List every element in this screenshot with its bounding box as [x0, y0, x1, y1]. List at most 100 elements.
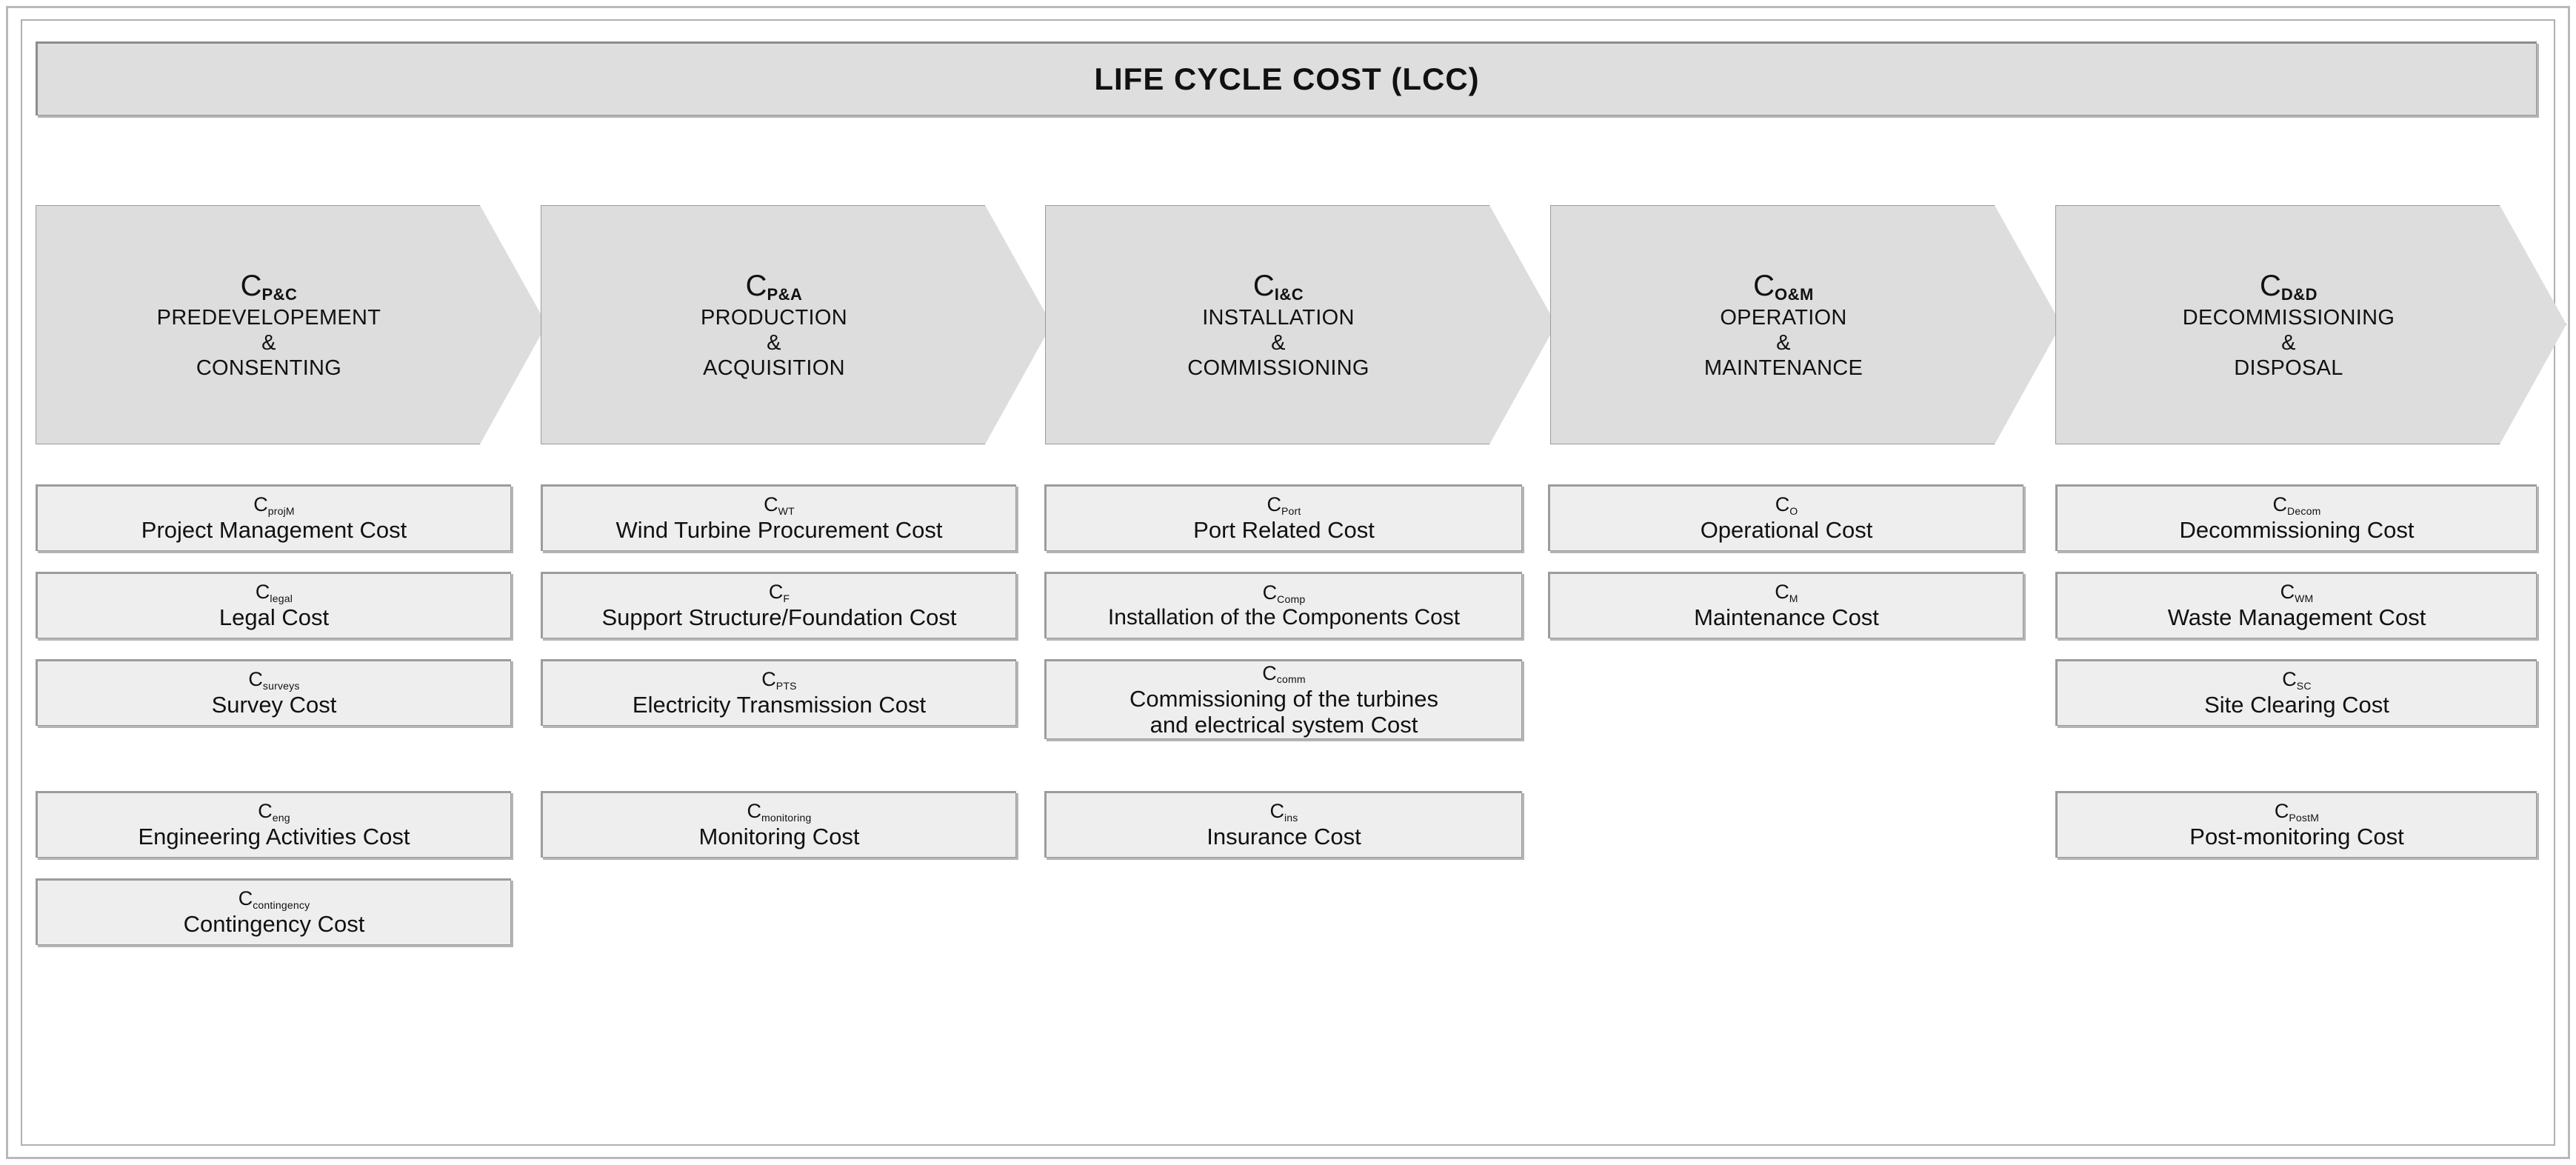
stage-line-2: &: [1271, 330, 1286, 355]
cost-item-survey[interactable]: Csurveys Survey Cost: [36, 659, 511, 726]
cost-label-line2: and electrical system Cost: [1149, 711, 1418, 738]
stage-line-2: &: [261, 330, 276, 355]
cost-code-base: C: [255, 581, 270, 604]
stage-code-subscript: P&A: [767, 285, 803, 304]
cost-item-insurance[interactable]: Cins Insurance Cost: [1044, 791, 1522, 858]
cost-code: CSC: [2282, 668, 2312, 692]
cost-label: Installation of the Components Cost: [1107, 604, 1461, 630]
stage-code-base: C: [2259, 269, 2281, 302]
cost-label: Site Clearing Cost: [2204, 692, 2389, 718]
cost-code-subscript: WT: [778, 505, 795, 518]
cost-item-wind-turbine-procurement[interactable]: CWT Wind Turbine Procurement Cost: [541, 484, 1016, 551]
stage-installation-commissioning[interactable]: CI&C INSTALLATION & COMMISSIONING: [1045, 205, 1556, 444]
stage-shape: [1550, 205, 2061, 444]
cost-code-base: C: [764, 493, 778, 516]
cost-label: Contingency Cost: [183, 911, 365, 938]
stage-content: CI&C INSTALLATION & COMMISSIONING: [1187, 269, 1414, 381]
stage-content: CO&M OPERATION & MAINTENANCE: [1704, 269, 1907, 381]
stage-line-1: OPERATION: [1720, 305, 1847, 330]
cost-code: Ccomm: [1262, 662, 1306, 686]
cost-item-port-related[interactable]: CPort Port Related Cost: [1044, 484, 1522, 551]
cost-item-post-monitoring[interactable]: CPostM Post-monitoring Cost: [2055, 791, 2537, 858]
cost-code-base: C: [1262, 581, 1278, 604]
stage-line-1: INSTALLATION: [1202, 305, 1355, 330]
stage-row: CP&C PREDEVELOPEMENT & CONSENTING CP&A P…: [36, 205, 2566, 444]
cost-code-base: C: [1775, 581, 1789, 604]
cost-code: Cins: [1269, 800, 1298, 824]
cost-item-operational[interactable]: CO Operational Cost: [1548, 484, 2023, 551]
stage-code-subscript: D&D: [2280, 285, 2318, 304]
cost-item-electricity-transmission[interactable]: CPTS Electricity Transmission Cost: [541, 659, 1016, 726]
cost-code-subscript: contingency: [253, 899, 310, 912]
stage-line-2: &: [767, 330, 781, 355]
cost-item-project-management[interactable]: CprojM Project Management Cost: [36, 484, 511, 551]
cost-label: Maintenance Cost: [1694, 604, 1879, 631]
cost-code: CM: [1775, 581, 1798, 604]
cost-label: Operational Cost: [1700, 517, 1873, 544]
cost-code-subscript: F: [783, 592, 790, 605]
cost-item-engineering-activities[interactable]: Ceng Engineering Activities Cost: [36, 791, 511, 858]
cost-item-support-structure-foundation[interactable]: CF Support Structure/Foundation Cost: [541, 572, 1016, 638]
cost-item-site-clearing[interactable]: CSC Site Clearing Cost: [2055, 659, 2537, 726]
cost-code: CWM: [2280, 581, 2314, 604]
cost-code: CWT: [764, 493, 795, 518]
cost-code-subscript: legal: [270, 592, 293, 605]
cost-item-monitoring[interactable]: Cmonitoring Monitoring Cost: [541, 791, 1016, 858]
cost-item-maintenance[interactable]: CM Maintenance Cost: [1548, 572, 2023, 638]
stage-predevelopment-consenting[interactable]: CP&C PREDEVELOPEMENT & CONSENTING: [36, 205, 547, 444]
stage-code-base: C: [1753, 269, 1775, 302]
cost-label: Engineering Activities Cost: [138, 824, 410, 850]
stage-code: CO&M: [1704, 269, 1863, 304]
cost-item-legal[interactable]: Clegal Legal Cost: [36, 572, 511, 638]
cost-item-installation-of-components[interactable]: CComp Installation of the Components Cos…: [1044, 572, 1522, 638]
cost-item-commissioning-turbines-electrical[interactable]: Ccomm Commissioning of the turbines and …: [1044, 659, 1522, 739]
cost-label: Legal Cost: [218, 604, 330, 631]
stage-operation-maintenance[interactable]: CO&M OPERATION & MAINTENANCE: [1550, 205, 2061, 444]
cost-label: Support Structure/Foundation Cost: [601, 604, 957, 631]
cost-item-contingency[interactable]: Ccontingency Contingency Cost: [36, 878, 511, 945]
cost-item-decommissioning[interactable]: CDecom Decommissioning Cost: [2055, 484, 2537, 551]
stage-shape: [1045, 205, 1556, 444]
cost-code-subscript: SC: [2296, 680, 2312, 692]
stage-line-1: PREDEVELOPEMENT: [156, 305, 381, 330]
cost-code-subscript: Decom: [2287, 505, 2321, 518]
cost-code-subscript: comm: [1276, 673, 1306, 686]
stage-production-acquisition[interactable]: CP&A PRODUCTION & ACQUISITION: [541, 205, 1052, 444]
stage-line-3: DISPOSAL: [2234, 356, 2343, 381]
stage-code-subscript: O&M: [1775, 285, 1814, 304]
stage-line-3: ACQUISITION: [703, 356, 845, 381]
stage-code: CP&C: [157, 269, 381, 304]
stage-line-3: MAINTENANCE: [1704, 356, 1863, 381]
cost-label: Electricity Transmission Cost: [632, 692, 927, 718]
stage-decommissioning-disposal[interactable]: CD&D DECOMMISSIONING & DISPOSAL: [2055, 205, 2566, 444]
cost-code-base: C: [253, 493, 268, 516]
cost-code-subscript: eng: [272, 812, 290, 824]
stage-line-3: CONSENTING: [196, 356, 342, 381]
cost-code-base: C: [1269, 800, 1284, 823]
cost-code: CComp: [1262, 581, 1306, 605]
cost-code: Csurveys: [248, 668, 300, 692]
stage-code-subscript: I&C: [1274, 285, 1304, 304]
cost-label: Monitoring Cost: [698, 824, 860, 850]
cost-code-subscript: surveys: [262, 680, 300, 692]
cost-code-subscript: PTS: [775, 680, 797, 692]
cost-code: Cmonitoring: [747, 800, 811, 824]
cost-code: CF: [769, 581, 790, 604]
stage-code-base: C: [1252, 269, 1275, 302]
cost-label: Commissioning of the turbines: [1129, 685, 1438, 712]
cost-code-subscript: Port: [1281, 505, 1301, 518]
cost-code: CPostM: [2274, 800, 2319, 824]
cost-code-base: C: [2274, 800, 2289, 823]
cost-label: Project Management Cost: [141, 517, 407, 544]
cost-code: Clegal: [256, 581, 293, 604]
cost-code-base: C: [238, 887, 253, 910]
cost-code: CprojM: [253, 493, 295, 517]
cost-label: Decommissioning Cost: [2179, 517, 2415, 544]
stage-content: CD&D DECOMMISSIONING & DISPOSAL: [2183, 269, 2439, 381]
stage-line-3: COMMISSIONING: [1187, 356, 1369, 381]
stage-line-1: DECOMMISSIONING: [2182, 305, 2395, 330]
cost-code-base: C: [747, 800, 761, 823]
cost-code-base: C: [1267, 493, 1281, 516]
cost-code-subscript: Comp: [1277, 592, 1306, 605]
cost-item-waste-management[interactable]: CWM Waste Management Cost: [2055, 572, 2537, 638]
